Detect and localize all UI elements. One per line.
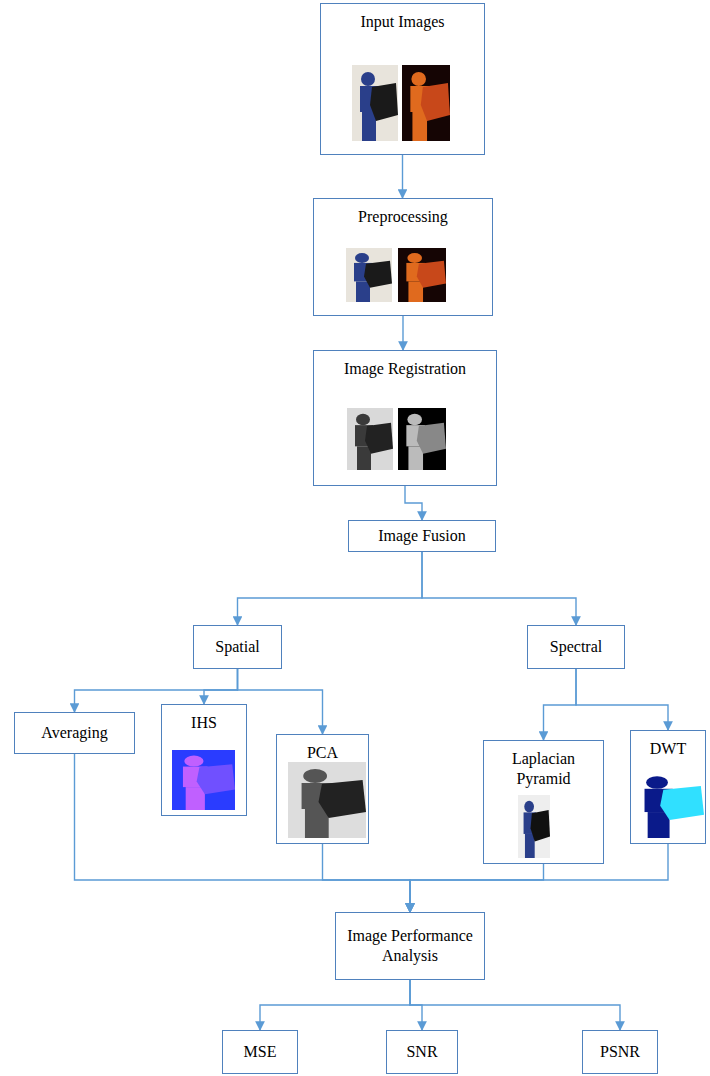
laplacian-result: [518, 795, 550, 858]
metric-box: PSNR: [582, 1030, 658, 1074]
flow-arrow: [410, 844, 668, 912]
flow-arrow: [402, 316, 403, 350]
dwt-result: [632, 770, 704, 838]
node-label: IHS: [191, 713, 217, 733]
flow-arrow: [75, 754, 411, 912]
input-thermal: [402, 65, 450, 141]
flow-arrow: [410, 980, 620, 1030]
method-box: Averaging: [14, 712, 135, 754]
node-label: Image Fusion: [378, 526, 466, 546]
flow-arrow: [576, 669, 668, 730]
input-box: Input Images: [320, 3, 485, 155]
flow-arrow: [422, 552, 576, 625]
method-box: IHS: [161, 704, 247, 816]
input-photo: [352, 65, 398, 141]
registered-thermal: [398, 408, 446, 470]
node-label: Input Images: [361, 12, 445, 32]
process-box: Image Fusion: [348, 520, 496, 552]
preprocessed-thermal: [398, 248, 446, 302]
flow-arrow: [238, 552, 423, 625]
process-box: Image Registration: [313, 350, 497, 486]
node-label: Averaging: [41, 723, 107, 743]
method-box: DWT: [630, 730, 706, 844]
analysis-box: Image Performance Analysis: [335, 912, 485, 980]
flow-arrow: [204, 669, 238, 704]
node-label: Image Registration: [344, 359, 466, 379]
registered-photo: [347, 408, 393, 470]
pca-result: [288, 762, 366, 838]
node-label: MSE: [244, 1042, 277, 1062]
category-box: Spatial: [193, 625, 282, 669]
category-box: Spectral: [527, 625, 625, 669]
flow-arrow: [75, 669, 238, 712]
preprocessed-photo: [346, 248, 392, 302]
flow-arrow: [410, 864, 544, 912]
node-label: Preprocessing: [358, 207, 448, 227]
node-label: PCA: [307, 743, 338, 763]
flow-arrow: [405, 486, 422, 520]
node-label: Laplacian Pyramid: [490, 749, 597, 789]
node-label: SNR: [406, 1042, 437, 1062]
node-label: Spectral: [550, 637, 602, 657]
flow-arrow: [238, 669, 323, 734]
flow-arrow: [402, 155, 403, 198]
flow-arrow: [323, 844, 411, 912]
metric-box: SNR: [386, 1030, 458, 1074]
node-label: PSNR: [600, 1042, 640, 1062]
method-box: PCA: [276, 734, 369, 844]
node-label: Image Performance Analysis: [342, 926, 478, 966]
node-label: Spatial: [215, 637, 259, 657]
metric-box: MSE: [222, 1030, 298, 1074]
method-box: Laplacian Pyramid: [483, 740, 604, 864]
flow-arrow: [544, 669, 577, 740]
ihs-result: [172, 750, 235, 810]
process-box: Preprocessing: [313, 198, 493, 316]
flow-arrow: [260, 980, 410, 1030]
node-label: DWT: [650, 739, 686, 759]
